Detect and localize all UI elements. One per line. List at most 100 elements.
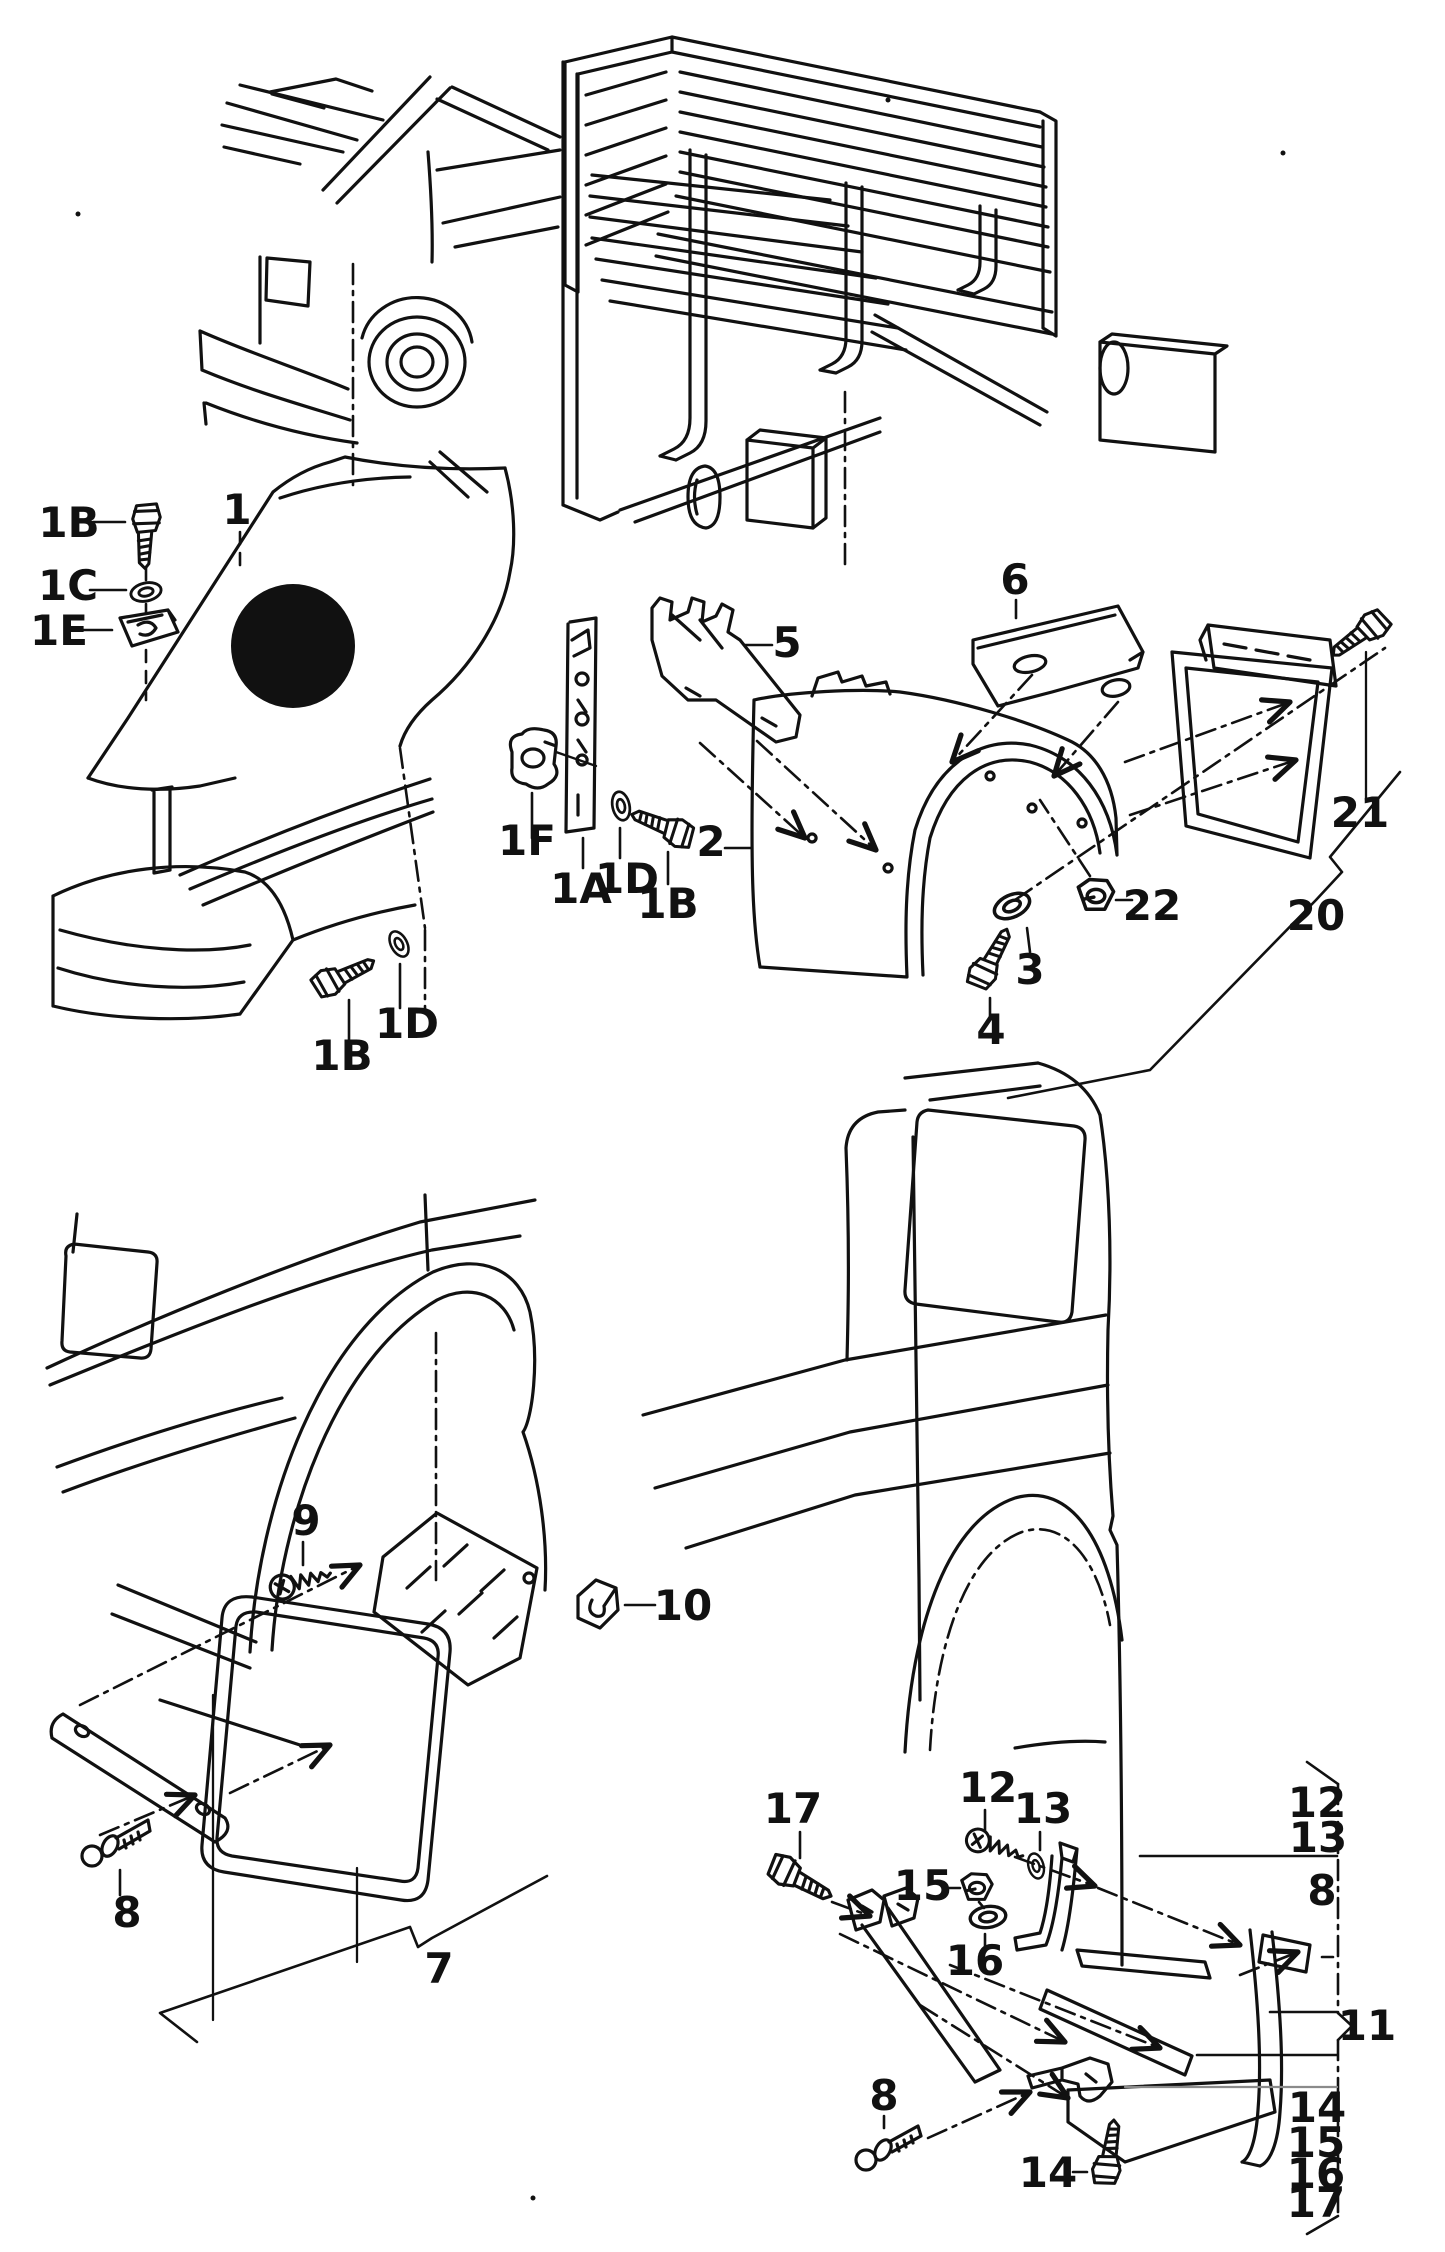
fender-headlight-slot (150, 785, 174, 875)
cab-bumper-lines (198, 329, 359, 445)
callout-2-8: 2 (696, 817, 725, 866)
bracket-5-slots (684, 686, 778, 728)
callout-1f-4: 1F (498, 816, 556, 865)
plate6-line-2 (1051, 700, 1120, 779)
callout-11-32: 11 (1338, 2001, 1396, 2050)
callout-22-13: 22 (1123, 881, 1181, 930)
cab-door-seam (426, 150, 434, 264)
fender-bumper (51, 865, 417, 1021)
front-window-pillar (844, 1108, 907, 1362)
callout-1e-2: 1E (30, 606, 88, 655)
bracket-20-lines (1006, 770, 1402, 1100)
bed-side-slats (678, 70, 1050, 249)
clipnut-10-icon (576, 1578, 620, 1630)
mudflap-frame-7-outer (200, 1595, 452, 1903)
plate-6 (971, 604, 1145, 708)
bed-end-frame (1038, 110, 1058, 338)
bracket-plate-slots (405, 1543, 536, 1640)
callout-1b-0: 1B (38, 498, 99, 547)
callout-4-15: 4 (976, 1005, 1005, 1054)
bed-stakes (658, 148, 998, 462)
callout-17-36: 17 (1287, 2178, 1345, 2227)
side-window (903, 1108, 1087, 1324)
plate-6-hole-1 (1012, 653, 1048, 675)
liner-inner-arch (920, 758, 1102, 977)
bracket-top-slash (1305, 1760, 1340, 1786)
washer-1c-icon (127, 578, 165, 606)
callout-8-20: 8 (112, 1888, 141, 1937)
callout-1-3: 1 (222, 485, 251, 534)
front-fender-part-drawing (51, 455, 516, 1021)
fender-fasteners (80, 502, 427, 1044)
callout-9-18: 9 (291, 1496, 320, 1545)
strip8-assembly-line (78, 1562, 363, 1707)
cab-step-lines (428, 450, 489, 499)
scan-specks (75, 97, 1286, 2201)
support-bracket-11 (1013, 1841, 1079, 1952)
mudflap-frame-7-inner (215, 1610, 440, 1884)
f-assembly-5 (1096, 1886, 1243, 1949)
callout-8-27: 8 (869, 2071, 898, 2120)
slotted-bar-21 (1198, 623, 1338, 688)
stay-strip-lower (1038, 1988, 1194, 2077)
callout-8-31: 8 (1307, 1866, 1336, 1915)
bed-underbox (745, 428, 828, 530)
liner-holes (806, 770, 1088, 874)
flag-plate (1257, 1933, 1312, 1974)
bracket-5 (650, 596, 802, 744)
bolt-4-icon (962, 920, 1020, 994)
strip-8-hole-left (73, 1723, 91, 1739)
callout-10-19: 10 (654, 1581, 712, 1630)
label-16-leader (977, 1900, 987, 1954)
cab-wheel-hub (399, 345, 435, 379)
pin-8-left-icon (80, 1818, 152, 1868)
callout-bracket-11-group (1123, 1760, 1354, 2236)
nut-22-icon (1076, 877, 1116, 911)
strip-8-hole-right (194, 1801, 212, 1817)
rear-arch-inner (928, 1528, 1112, 1752)
assembly-lines-mid-2 (755, 739, 879, 853)
sill-strip-8 (49, 1712, 230, 1844)
mud-flap (1066, 2078, 1277, 2164)
callout-1b-7: 1B (637, 879, 698, 928)
plate-6-hole-2 (1100, 678, 1132, 698)
van-cab-front-drawing (198, 75, 562, 499)
mirror (60, 1212, 159, 1360)
callout-17-22: 17 (764, 1784, 822, 1833)
cab-belt-lines (435, 148, 562, 249)
van-rear-quarter-drawing (641, 1061, 1284, 2188)
fender-top-edge (86, 455, 507, 780)
fender-top-crease (278, 475, 412, 500)
fender-leader-right (398, 746, 427, 1012)
bed-headboard-slats (584, 70, 670, 247)
callout-12-29: 12 (1288, 1778, 1346, 1827)
bed-chassis-rails (618, 313, 1049, 524)
callout-1b-16: 1B (311, 1031, 372, 1080)
callout-15-25: 15 (894, 1861, 952, 1910)
flag-arrow (1238, 1948, 1301, 1977)
callout-14-33: 14 (1288, 2083, 1346, 2132)
callout-1c-1: 1C (38, 561, 98, 610)
cab-wheel-mid (385, 332, 449, 392)
nut-15-icon (960, 1872, 994, 1901)
f-assembly-7 (948, 1963, 1163, 2052)
label-leaders-top (80, 520, 128, 632)
bracket-notch-11 (1336, 2011, 1354, 2042)
callout-16-35: 16 (1287, 2149, 1345, 2198)
bed-right-box-hole (1098, 340, 1130, 396)
clip-engage-line (554, 750, 598, 768)
support-arm (860, 1906, 1002, 2084)
assembly-lines-mid (698, 741, 808, 841)
cab-hood-lines (220, 83, 385, 166)
lower-crease-lines (110, 1583, 302, 1747)
fender-nose-lip (86, 776, 237, 791)
liner-frame-line-1 (1123, 697, 1293, 764)
pickup-bed-drawing (561, 35, 1229, 570)
nut22-line (1038, 798, 1092, 878)
liner-frame-line-2 (1128, 754, 1299, 817)
washer-1d-bottom-icon (384, 926, 414, 962)
bracket-bottom-slash (1305, 2214, 1340, 2236)
pin8-assembly-line (98, 1791, 198, 1837)
f-assembly-4 (918, 2003, 1071, 2101)
